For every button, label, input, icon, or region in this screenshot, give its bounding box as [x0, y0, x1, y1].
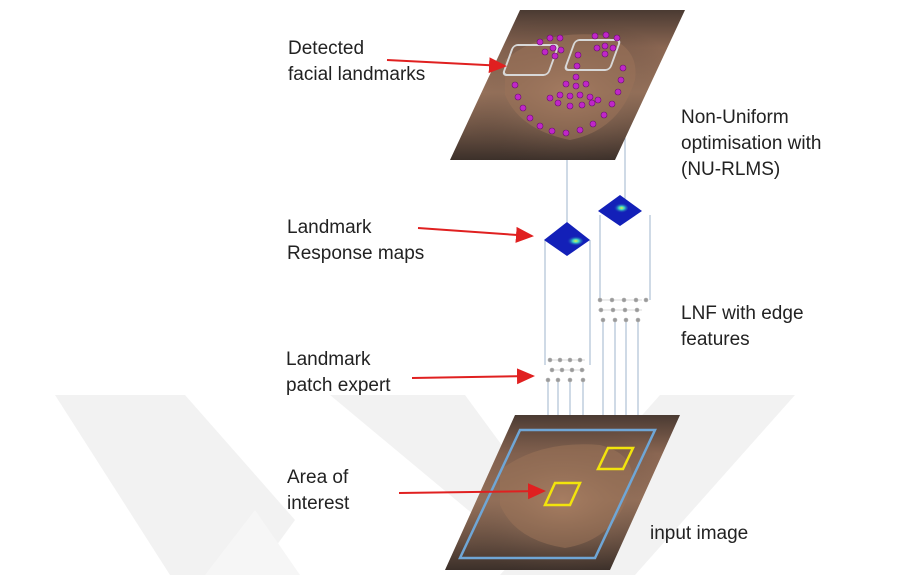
- label-line: patch expert: [286, 375, 391, 396]
- label-line: Landmark: [286, 349, 371, 370]
- label-line: Area of: [287, 467, 349, 488]
- pointer-arrows: [386, 57, 546, 500]
- label-area-of-interest: Area of interest: [287, 465, 349, 517]
- label-detected-landmarks: Detected facial landmarks: [288, 36, 425, 88]
- arrow-response-maps: [417, 226, 534, 243]
- area-patch-box: [543, 481, 582, 507]
- lnf-network-right: [597, 297, 649, 323]
- label-nu-rlms: Non-Uniform optimisation with (NU-RLMS): [681, 105, 821, 183]
- area-patch-box: [596, 446, 635, 471]
- arrow-detected-landmarks: [386, 57, 507, 74]
- patch-expert-network-left: [545, 357, 586, 383]
- label-line: Non-Uniform: [681, 107, 789, 128]
- label-input-image: input image: [650, 523, 749, 544]
- glasses-outline: [502, 39, 621, 76]
- label-line: interest: [287, 493, 350, 514]
- label-line: Landmark: [287, 217, 372, 238]
- label-line: features: [681, 329, 750, 350]
- response-map-right: [598, 195, 642, 226]
- label-lnf-edge: LNF with edge features: [681, 301, 804, 353]
- arrow-area-of-interest: [398, 483, 546, 500]
- response-map-left: [544, 222, 590, 256]
- label-patch-expert: Landmark patch expert: [286, 347, 391, 399]
- label-line: Response maps: [287, 243, 425, 264]
- label-line: optimisation with: [681, 133, 822, 154]
- face-bounding-box: [458, 428, 657, 560]
- landmarks-face-image: [450, 10, 685, 160]
- arrow-patch-expert: [411, 368, 535, 385]
- label-line: LNF with edge: [681, 303, 804, 324]
- label-line: facial landmarks: [288, 64, 426, 85]
- watermark-chevrons: [55, 395, 795, 575]
- landmark-points: [511, 31, 627, 137]
- label-line: (NU-RLMS): [681, 159, 781, 180]
- input-face-image: [445, 415, 680, 570]
- label-response-maps: Landmark Response maps: [287, 215, 424, 267]
- label-line: Detected: [288, 38, 365, 59]
